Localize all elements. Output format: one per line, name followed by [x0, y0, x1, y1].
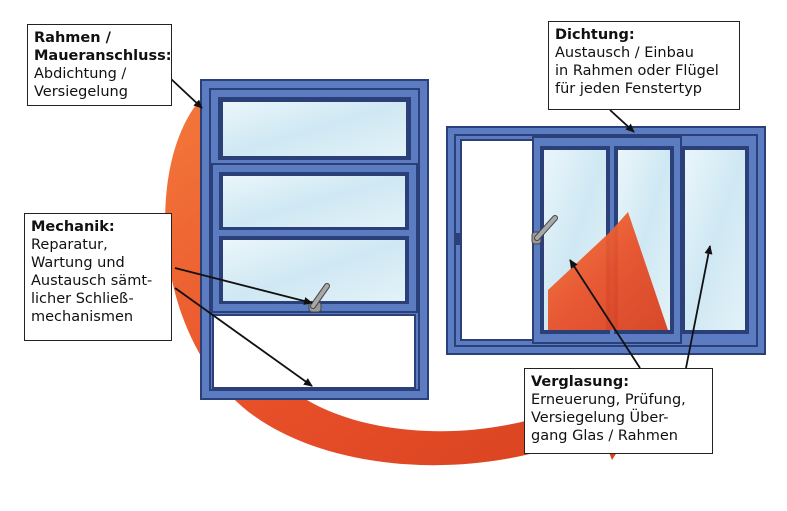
leader-arrows [169, 77, 713, 387]
arrow-tip-icon [548, 212, 668, 330]
seal-callout-title: Dichtung: [555, 27, 635, 43]
mechanics-callout: Mechanik: Reparatur, Wartung und Austaus… [24, 213, 172, 341]
mechanics-leader-arrow-2 [174, 287, 313, 387]
left-window [200, 79, 429, 400]
frame-callout-line-1: Abdichtung / [34, 66, 127, 82]
frame-callout-title-1: Rahmen / [34, 30, 111, 46]
glazing-callout-line-2: Versiegelung Über- [531, 410, 669, 426]
seal-callout-line-2: in Rahmen oder Flügel [555, 63, 719, 79]
frame-callout-line-2: Versiegelung [34, 84, 128, 100]
seal-callout: Dichtung: Austausch / Einbau in Rahmen o… [548, 21, 740, 110]
glazing-callout-line-3: gang Glas / Rahmen [531, 428, 678, 444]
mechanics-callout-line-3: Austausch sämt- [31, 273, 153, 289]
frame-callout-title-2: Maueranschluss: [34, 48, 172, 64]
seal-callout-line-1: Austausch / Einbau [555, 45, 694, 61]
glazing-leader-arrow-1 [569, 259, 641, 369]
seal-leader-arrow [609, 109, 635, 133]
glazing-callout-title: Verglasung: [531, 374, 630, 390]
mechanics-callout-line-4: licher Schließ- [31, 291, 134, 307]
glazing-leader-arrow-2 [685, 245, 713, 369]
mechanics-callout-line-5: mechanismen [31, 309, 134, 325]
mechanics-callout-title: Mechanik: [31, 219, 115, 235]
mechanics-callout-line-2: Wartung und [31, 255, 125, 271]
glazing-callout-line-1: Erneuerung, Prüfung, [531, 392, 686, 408]
frame-leader-arrow [169, 77, 203, 109]
right-window-handle-icon [531, 215, 558, 245]
seal-callout-line-3: für jeden Fenstertyp [555, 81, 702, 97]
frame-callout: Rahmen / Maueranschluss: Abdichtung / Ve… [27, 24, 172, 106]
mechanics-leader-arrow-1 [174, 267, 313, 305]
glazing-callout: Verglasung: Erneuerung, Prüfung, Versieg… [524, 368, 713, 454]
mechanics-callout-line-1: Reparatur, [31, 237, 108, 253]
